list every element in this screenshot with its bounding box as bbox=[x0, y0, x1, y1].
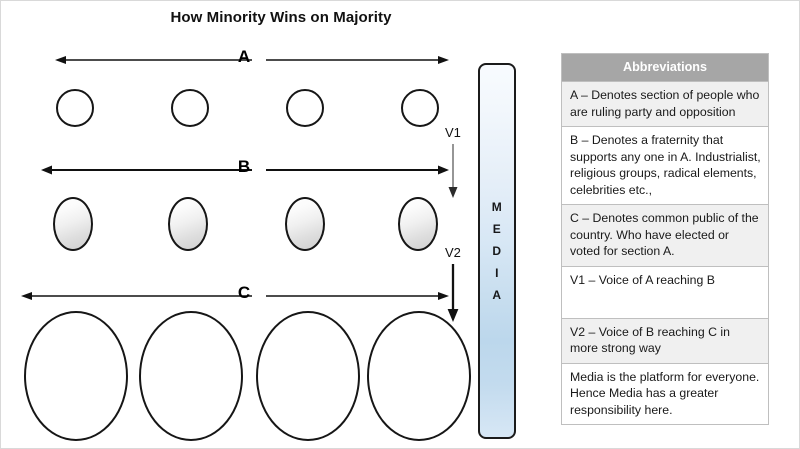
media-letter: I bbox=[495, 266, 499, 280]
voice-label-v2: V2 bbox=[445, 245, 461, 260]
page-title: How Minority Wins on Majority bbox=[170, 9, 392, 26]
table-row: B – Denotes a fraternity that supports a… bbox=[562, 127, 768, 205]
media-bar: M E D I A bbox=[478, 63, 516, 439]
voice-label-v1: V1 bbox=[445, 125, 461, 140]
group-a-arrow-right bbox=[266, 54, 449, 66]
table-header: Abbreviations bbox=[562, 54, 768, 82]
group-b-arrow-right bbox=[266, 164, 449, 176]
row-a-circle bbox=[401, 89, 439, 127]
media-letter: M bbox=[491, 200, 503, 214]
row-c-ellipse bbox=[24, 311, 128, 441]
group-c-arrow-right bbox=[266, 290, 449, 302]
row-b-ellipse bbox=[285, 197, 325, 251]
voice-arrow-v1 bbox=[445, 144, 461, 198]
row-a-circle bbox=[56, 89, 94, 127]
row-c-ellipse bbox=[139, 311, 243, 441]
row-b-ellipse bbox=[398, 197, 438, 251]
table-row: C – Denotes common public of the country… bbox=[562, 205, 768, 267]
abbreviations-table: Abbreviations A – Denotes section of peo… bbox=[561, 53, 769, 425]
table-row: V2 – Voice of B reaching C in more stron… bbox=[562, 318, 768, 364]
table-row: Media is the platform for everyone. Henc… bbox=[562, 363, 768, 424]
row-c-ellipse bbox=[256, 311, 360, 441]
group-label-b: B bbox=[237, 157, 251, 176]
row-a-circle bbox=[171, 89, 209, 127]
group-c-arrow-left bbox=[21, 290, 252, 302]
voice-arrow-v2 bbox=[445, 264, 461, 322]
media-letter: A bbox=[492, 288, 502, 302]
media-letter: D bbox=[492, 244, 502, 258]
group-label-c: C bbox=[237, 283, 251, 302]
row-b-ellipse bbox=[168, 197, 208, 251]
group-b-arrow-left bbox=[41, 164, 252, 176]
group-label-a: A bbox=[237, 47, 251, 66]
table-row: A – Denotes section of people who are ru… bbox=[562, 82, 768, 127]
row-a-circle bbox=[286, 89, 324, 127]
row-c-ellipse bbox=[367, 311, 471, 441]
table-row: V1 – Voice of A reaching B bbox=[562, 266, 768, 319]
media-letter: E bbox=[492, 222, 502, 236]
group-a-arrow-left bbox=[55, 54, 252, 66]
row-b-ellipse bbox=[53, 197, 93, 251]
